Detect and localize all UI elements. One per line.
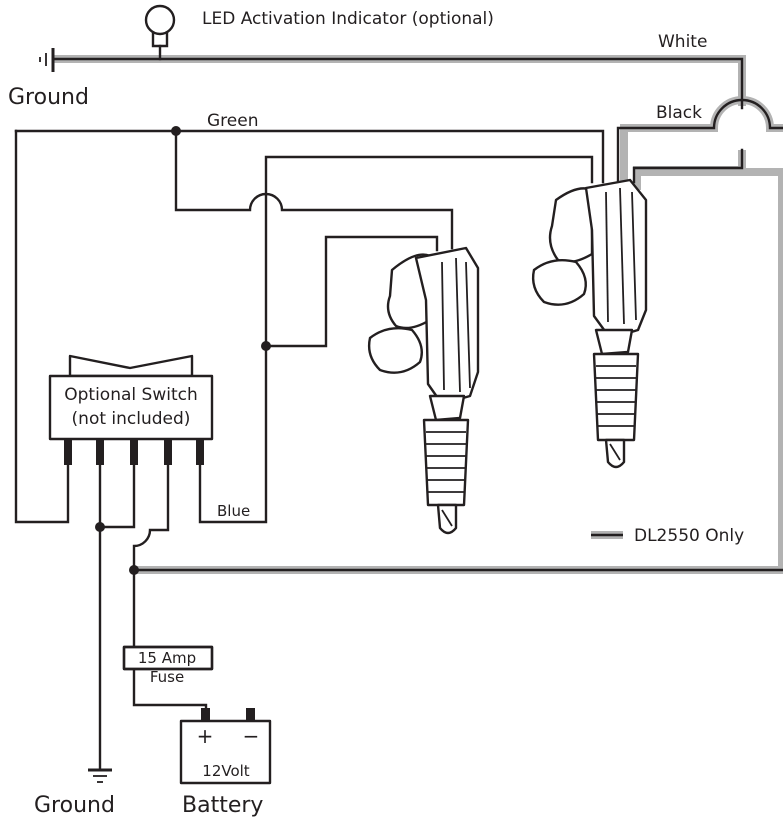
- actuator-left: [367, 246, 480, 535]
- battery-minus-label: −: [243, 724, 260, 748]
- white-wire-label: White: [658, 32, 707, 52]
- ground-symbol-top: [39, 48, 55, 72]
- ground-symbol-bottom: [88, 768, 112, 783]
- black-wire: [616, 98, 783, 184]
- optional-switch: [48, 354, 214, 465]
- fuse-label-line2: Fuse: [150, 668, 184, 686]
- battery-voltage-label: 12Volt: [202, 762, 250, 780]
- white-wire: [51, 57, 744, 184]
- blue-wire: [198, 155, 594, 524]
- fuse: [122, 645, 214, 671]
- fuse-label-line1: 15 Amp: [138, 649, 196, 667]
- actuator-right: [531, 178, 648, 469]
- green-wire: [14, 126, 605, 524]
- switch-label-line2: (not included): [72, 409, 191, 429]
- led-indicator: [144, 4, 176, 61]
- black-wire-label: Black: [656, 103, 702, 123]
- dl2550-legend-label: DL2550 Only: [634, 526, 744, 546]
- switch-label-line1: Optional Switch: [64, 385, 198, 405]
- battery-plus-label: +: [197, 724, 214, 748]
- ground-label-top: Ground: [8, 85, 89, 110]
- ground-label-bottom: Ground: [34, 793, 115, 818]
- green-wire-label: Green: [207, 111, 258, 131]
- blue-wire-label: Blue: [217, 502, 250, 520]
- battery-symbol: [179, 708, 272, 785]
- led-indicator-label: LED Activation Indicator (optional): [202, 9, 494, 29]
- battery-label: Battery: [182, 793, 263, 818]
- switch-wires: [95, 460, 783, 770]
